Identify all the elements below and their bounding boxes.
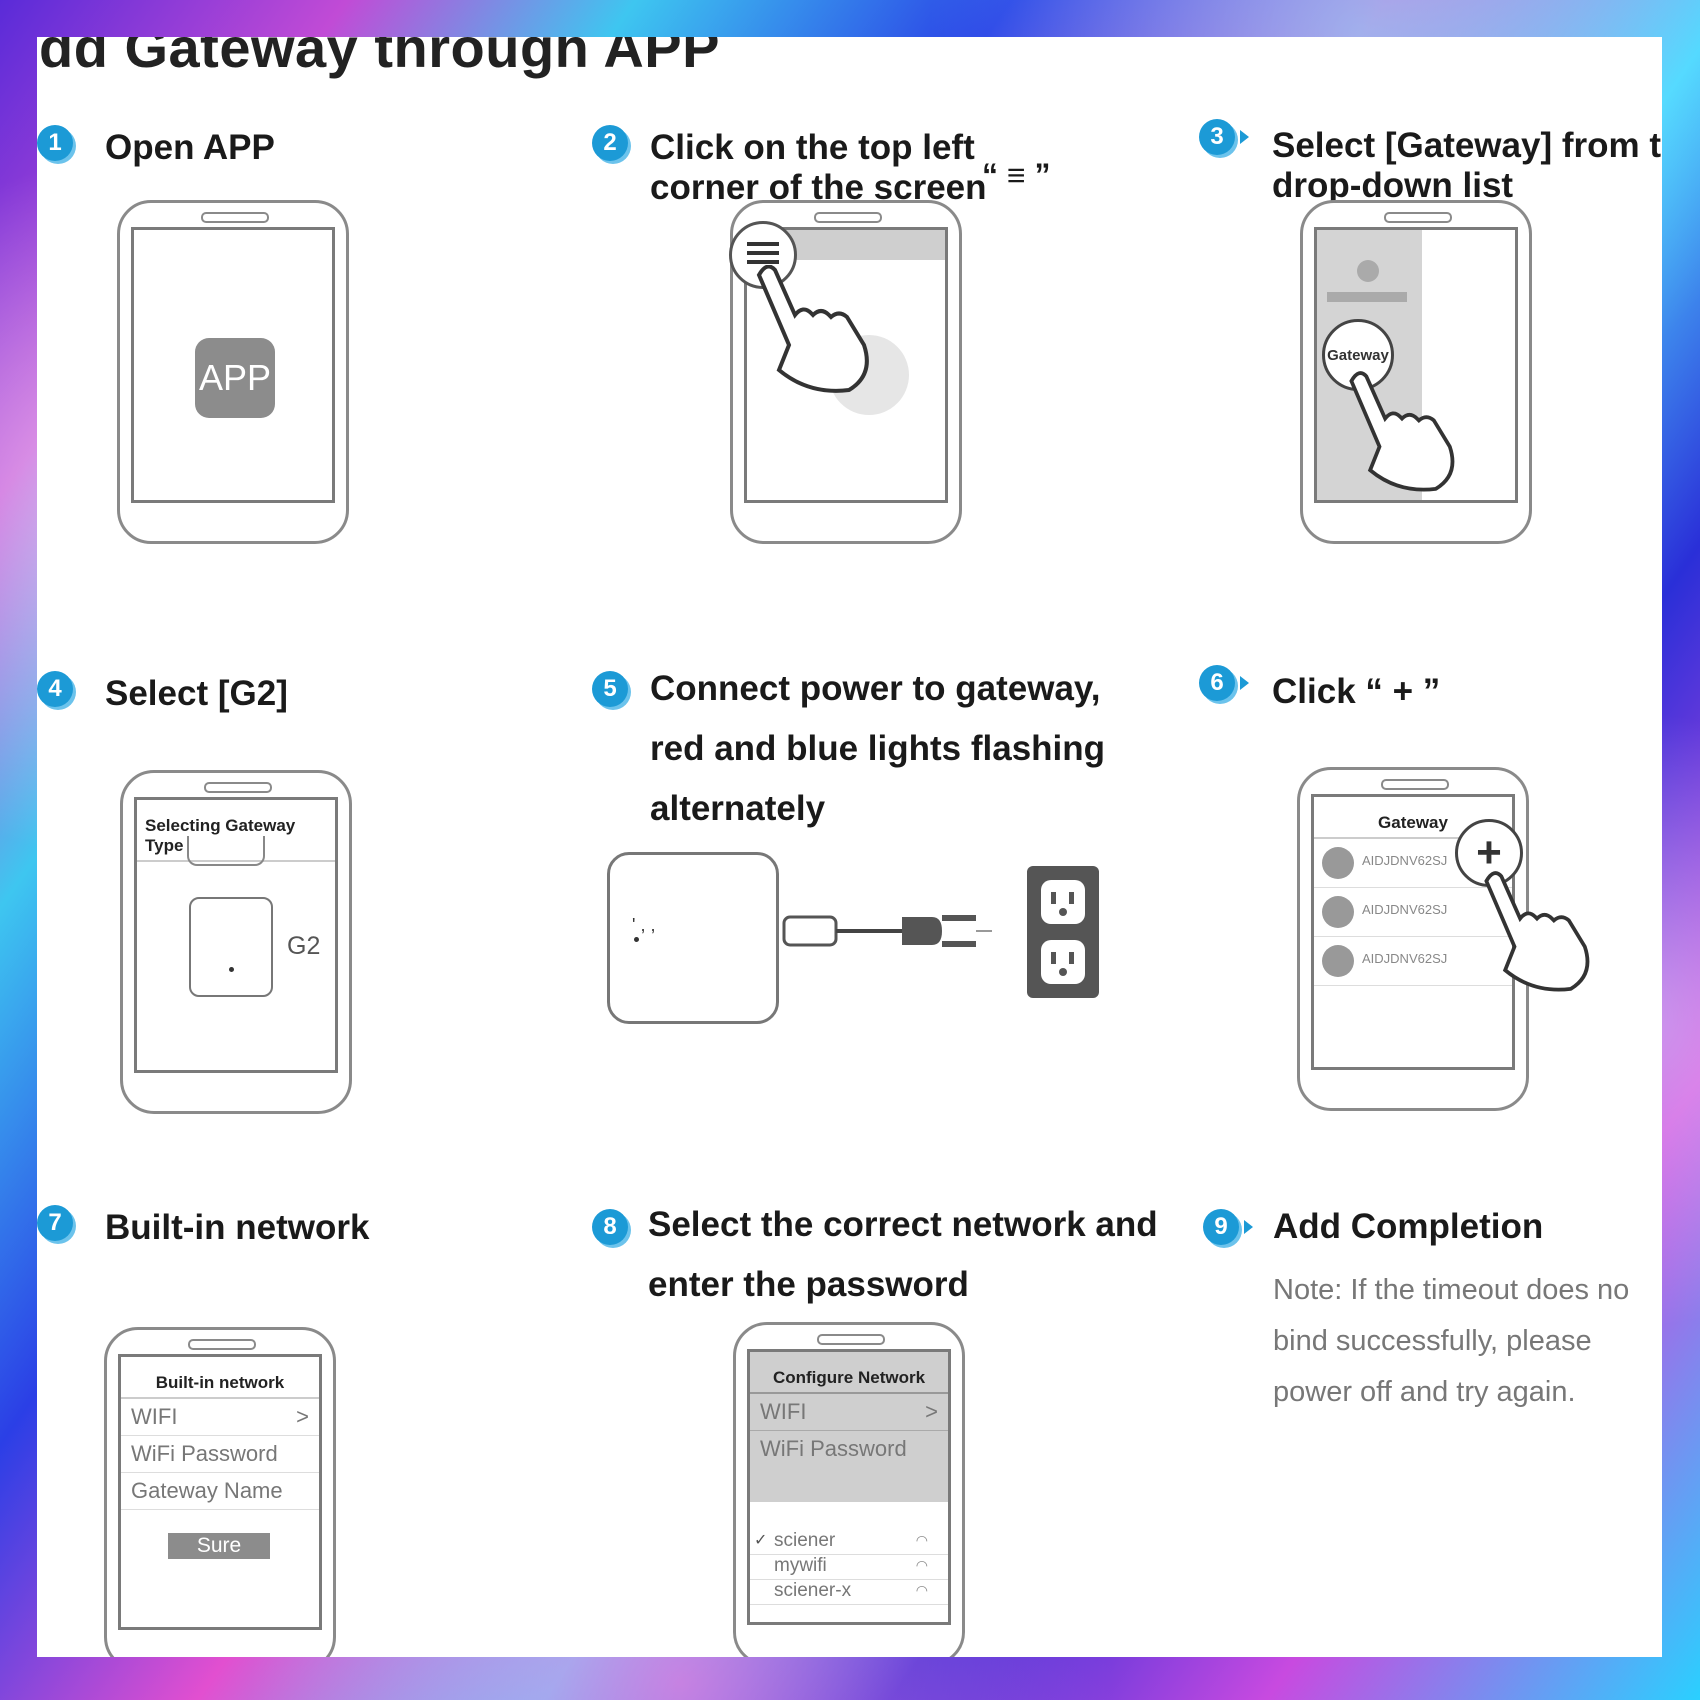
step-8-screen: Configure Network WIFI> WiFi Password ✓s…: [747, 1349, 951, 1625]
note-line-3: power off and try again.: [1273, 1376, 1576, 1408]
step-1-screen: APP: [131, 227, 335, 503]
wifi-row[interactable]: WIFI>: [750, 1394, 948, 1431]
step-2-heading-line1: Click on the top left: [650, 128, 975, 167]
step-5-heading-line3: alternately: [650, 789, 826, 828]
network-list-item[interactable]: sciener-x◠: [750, 1580, 948, 1605]
screen-title: Selecting Gateway Type: [137, 814, 335, 862]
wifi-signal-icon: ◠: [915, 1557, 928, 1573]
note-line-2: bind successfully, please: [1273, 1325, 1592, 1357]
wifi-row[interactable]: WIFI>: [121, 1399, 319, 1436]
screen-title: Configure Network: [750, 1366, 948, 1394]
step-3-heading-line2: drop-down list: [1272, 166, 1514, 205]
page-title: dd Gateway through APP: [39, 37, 720, 79]
screen-title: Built-in network: [121, 1371, 319, 1399]
step-7-badge: 7: [37, 1205, 73, 1241]
hand-pointer-icon: [756, 265, 909, 415]
step-6-phone: Gateway AIDJDNV62SJ AIDJDNV62SJ AIDJDNV6…: [1297, 767, 1529, 1111]
network-list-item[interactable]: mywifi◠: [750, 1555, 948, 1580]
gateway-icon: [1322, 896, 1354, 928]
g2-label: G2: [287, 932, 321, 960]
gateway-icon: [1322, 847, 1354, 879]
gateway-icon: [1322, 945, 1354, 977]
gateway-list-item[interactable]: AIDJDNV62SJ: [1314, 888, 1512, 937]
step-1-phone: APP: [117, 200, 349, 544]
wall-outlet: [1027, 866, 1099, 998]
step-7-phone: Built-in network WIFI> WiFi Password Gat…: [104, 1327, 336, 1657]
chevron-right-icon: >: [296, 1404, 309, 1429]
step-3-badge: 3: [1199, 119, 1249, 155]
step-2-badge: 2: [592, 125, 628, 161]
step-4-badge: 4: [37, 671, 73, 707]
step-8-heading-line1: Select the correct network and: [648, 1205, 1158, 1244]
gateway-device: ' , ,: [607, 852, 779, 1024]
step-8-heading-line2: enter the password: [648, 1265, 969, 1304]
power-cable-icon: [782, 915, 992, 947]
step-5-heading-line2: red and blue lights flashing: [650, 729, 1106, 768]
step-1-badge: 1: [37, 125, 73, 161]
menu-glyph: “ ≡ ”: [982, 157, 1051, 193]
wifi-password-field[interactable]: WiFi Password: [760, 1436, 907, 1461]
step-4-heading: Select [G2]: [105, 674, 288, 713]
hand-pointer-icon: [1484, 871, 1590, 992]
step-1-heading: Open APP: [105, 128, 275, 167]
g2-device-option[interactable]: [189, 897, 273, 997]
hand-pointer-icon: [1349, 371, 1455, 492]
gateway-name-field[interactable]: Gateway Name: [121, 1473, 319, 1510]
step-6-badge: 6: [1199, 665, 1249, 701]
gateway-list-item[interactable]: AIDJDNV62SJ: [1314, 937, 1512, 986]
wifi-signal-icon: ◠: [915, 1582, 928, 1598]
step-5-heading-line1: Connect power to gateway,: [650, 669, 1101, 708]
note-line-1: Note: If the timeout does no: [1273, 1274, 1630, 1306]
screen-title: Gateway: [1314, 811, 1512, 839]
step-9-badge: 9: [1203, 1209, 1253, 1245]
wifi-password-field[interactable]: WiFi Password: [121, 1436, 319, 1473]
step-9-heading: Add Completion: [1273, 1207, 1544, 1246]
step-3-heading-line1: Select [Gateway] from th: [1272, 126, 1662, 165]
step-5-badge: 5: [592, 671, 628, 707]
gateway-list-item[interactable]: AIDJDNV62SJ: [1314, 839, 1512, 888]
step-7-heading: Built-in network: [105, 1208, 370, 1247]
chevron-right-icon: >: [925, 1399, 938, 1424]
step-4-phone: Selecting Gateway Type G2: [120, 770, 352, 1114]
checkmark-icon: ✓: [754, 1532, 768, 1549]
app-icon[interactable]: APP: [195, 338, 275, 418]
step-4-screen: Selecting Gateway Type G2: [134, 797, 338, 1073]
step-8-badge: 8: [592, 1209, 628, 1245]
sure-button[interactable]: Sure: [168, 1533, 270, 1559]
step-7-screen: Built-in network WIFI> WiFi Password Gat…: [118, 1354, 322, 1630]
instruction-panel: dd Gateway through APP 1 Open APP APP 2 …: [37, 37, 1662, 1657]
wifi-signal-icon: ◠: [915, 1532, 928, 1548]
step-8-phone: Configure Network WIFI> WiFi Password ✓s…: [733, 1322, 965, 1657]
step-6-heading: Click “ + ”: [1272, 672, 1441, 711]
network-list-item[interactable]: ✓sciener◠: [750, 1530, 948, 1555]
